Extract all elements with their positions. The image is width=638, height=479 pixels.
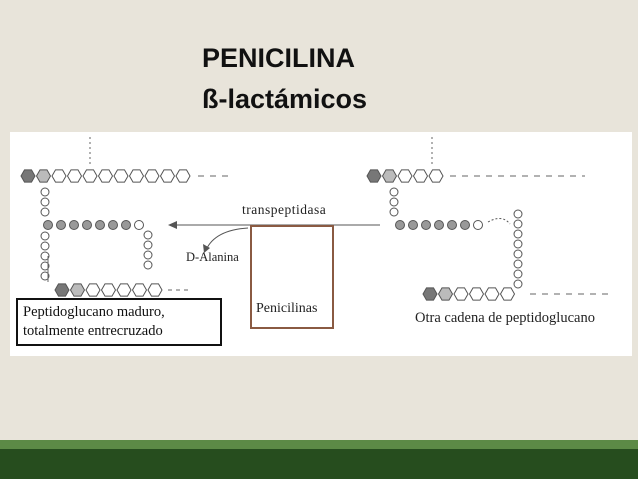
title-line-beta-lactamicos: ß-lactámicos: [202, 84, 368, 114]
left-down-aa: [40, 241, 50, 251]
right-vertical-aa: [389, 197, 399, 207]
right-bottom-glycan-hex: [437, 287, 454, 301]
right-middle-aa: [434, 220, 444, 230]
left-bottom-glycan-hex: [131, 283, 148, 297]
penicillin-box: Penicilinas: [250, 225, 334, 329]
left-middle-aa: [95, 220, 105, 230]
right-middle-aa: [447, 220, 457, 230]
right-bottom-glycan-hex: [468, 287, 485, 301]
slide-title: PENICILINA ß-lactámicos: [202, 38, 367, 120]
right-dashed-curve: [487, 218, 511, 225]
right-top-glycan-hex: [412, 169, 429, 183]
right-cross-aa: [513, 229, 523, 239]
left-vertical-aa: [40, 207, 50, 217]
left-top-glycan-hex: [159, 169, 176, 183]
left-middle-aa: [121, 220, 131, 230]
left-top-glycan-hex: [113, 169, 129, 183]
footer-bar-dark: [0, 449, 638, 479]
left-down-aa: [40, 271, 50, 281]
right-cross-aa: [513, 239, 523, 249]
left-bottom-glycan-hex: [54, 283, 70, 297]
left-cross-aa: [143, 260, 153, 270]
left-top-glycan-hex: [66, 169, 83, 183]
left-middle-aa: [108, 220, 118, 230]
right-cross-aa: [513, 259, 523, 269]
mature-peptidoglycan-box: Peptidoglucano maduro, totalmente entrec…: [16, 298, 222, 346]
peptidoglycan-diagram: transpeptidasa D-Alanina Penicilinas Pep…: [10, 132, 632, 356]
left-middle-aa: [134, 220, 144, 230]
left-top-glycan-hex: [20, 169, 36, 183]
left-middle-aa: [82, 220, 92, 230]
right-cross-aa: [513, 219, 523, 229]
left-top-glycan-hex: [35, 169, 52, 183]
left-down-aa: [40, 261, 50, 271]
left-top-glycan-hex: [82, 169, 98, 183]
left-middle-aa: [69, 220, 79, 230]
right-vertical-aa: [389, 187, 399, 197]
other-chain-label: Otra cadena de peptidoglucano: [415, 310, 595, 326]
left-bottom-glycan-hex: [116, 283, 132, 297]
left-vertical-aa: [40, 197, 50, 207]
left-top-glycan-hex: [128, 169, 145, 183]
d-alanine-arrowhead: [203, 244, 210, 253]
left-bottom-glycan-hex: [69, 283, 86, 297]
right-middle-aa: [421, 220, 431, 230]
transpeptidase-arrowhead: [168, 221, 177, 229]
left-down-aa: [40, 231, 50, 241]
right-middle-aa: [460, 220, 470, 230]
left-down-aa: [40, 251, 50, 261]
right-bottom-glycan-hex: [422, 287, 438, 301]
right-top-glycan-hex: [428, 169, 444, 183]
right-top-glycan-hex: [366, 169, 382, 183]
right-middle-aa: [408, 220, 418, 230]
penicillins-label: Penicilinas: [256, 301, 318, 316]
left-bottom-glycan-hex: [85, 283, 101, 297]
left-cross-aa: [143, 240, 153, 250]
right-bottom-glycan-hex: [453, 287, 469, 301]
right-vertical-aa: [389, 207, 399, 217]
d-alanine-arrow: [205, 227, 249, 251]
left-top-glycan-hex: [97, 169, 114, 183]
left-bottom-glycan-hex: [100, 283, 117, 297]
right-middle-aa: [473, 220, 483, 230]
right-middle-aa: [395, 220, 405, 230]
left-cross-aa: [143, 250, 153, 260]
right-top-glycan-hex: [381, 169, 398, 183]
left-middle-aa: [43, 220, 53, 230]
transpeptidase-label: transpeptidasa: [242, 202, 327, 217]
right-cross-aa: [513, 269, 523, 279]
title-line-penicilina: PENICILINA: [202, 43, 356, 73]
d-alanine-label: D-Alanina: [186, 250, 239, 264]
left-top-glycan-hex: [144, 169, 160, 183]
right-bottom-glycan-hex: [484, 287, 500, 301]
right-cross-aa: [513, 209, 523, 219]
left-top-glycan-hex: [175, 169, 191, 183]
left-vertical-aa: [40, 187, 50, 197]
left-cross-aa: [143, 230, 153, 240]
right-bottom-glycan-hex: [499, 287, 516, 301]
footer-bar-light: [0, 440, 638, 449]
left-bottom-glycan-hex: [147, 283, 163, 297]
mature-label-line1: Peptidoglucano maduro,: [23, 304, 165, 320]
right-cross-aa: [513, 279, 523, 289]
right-top-glycan-hex: [397, 169, 413, 183]
left-top-glycan-hex: [51, 169, 67, 183]
left-middle-aa: [56, 220, 66, 230]
right-cross-aa: [513, 249, 523, 259]
mature-label-line2: totalmente entrecruzado: [23, 323, 163, 339]
